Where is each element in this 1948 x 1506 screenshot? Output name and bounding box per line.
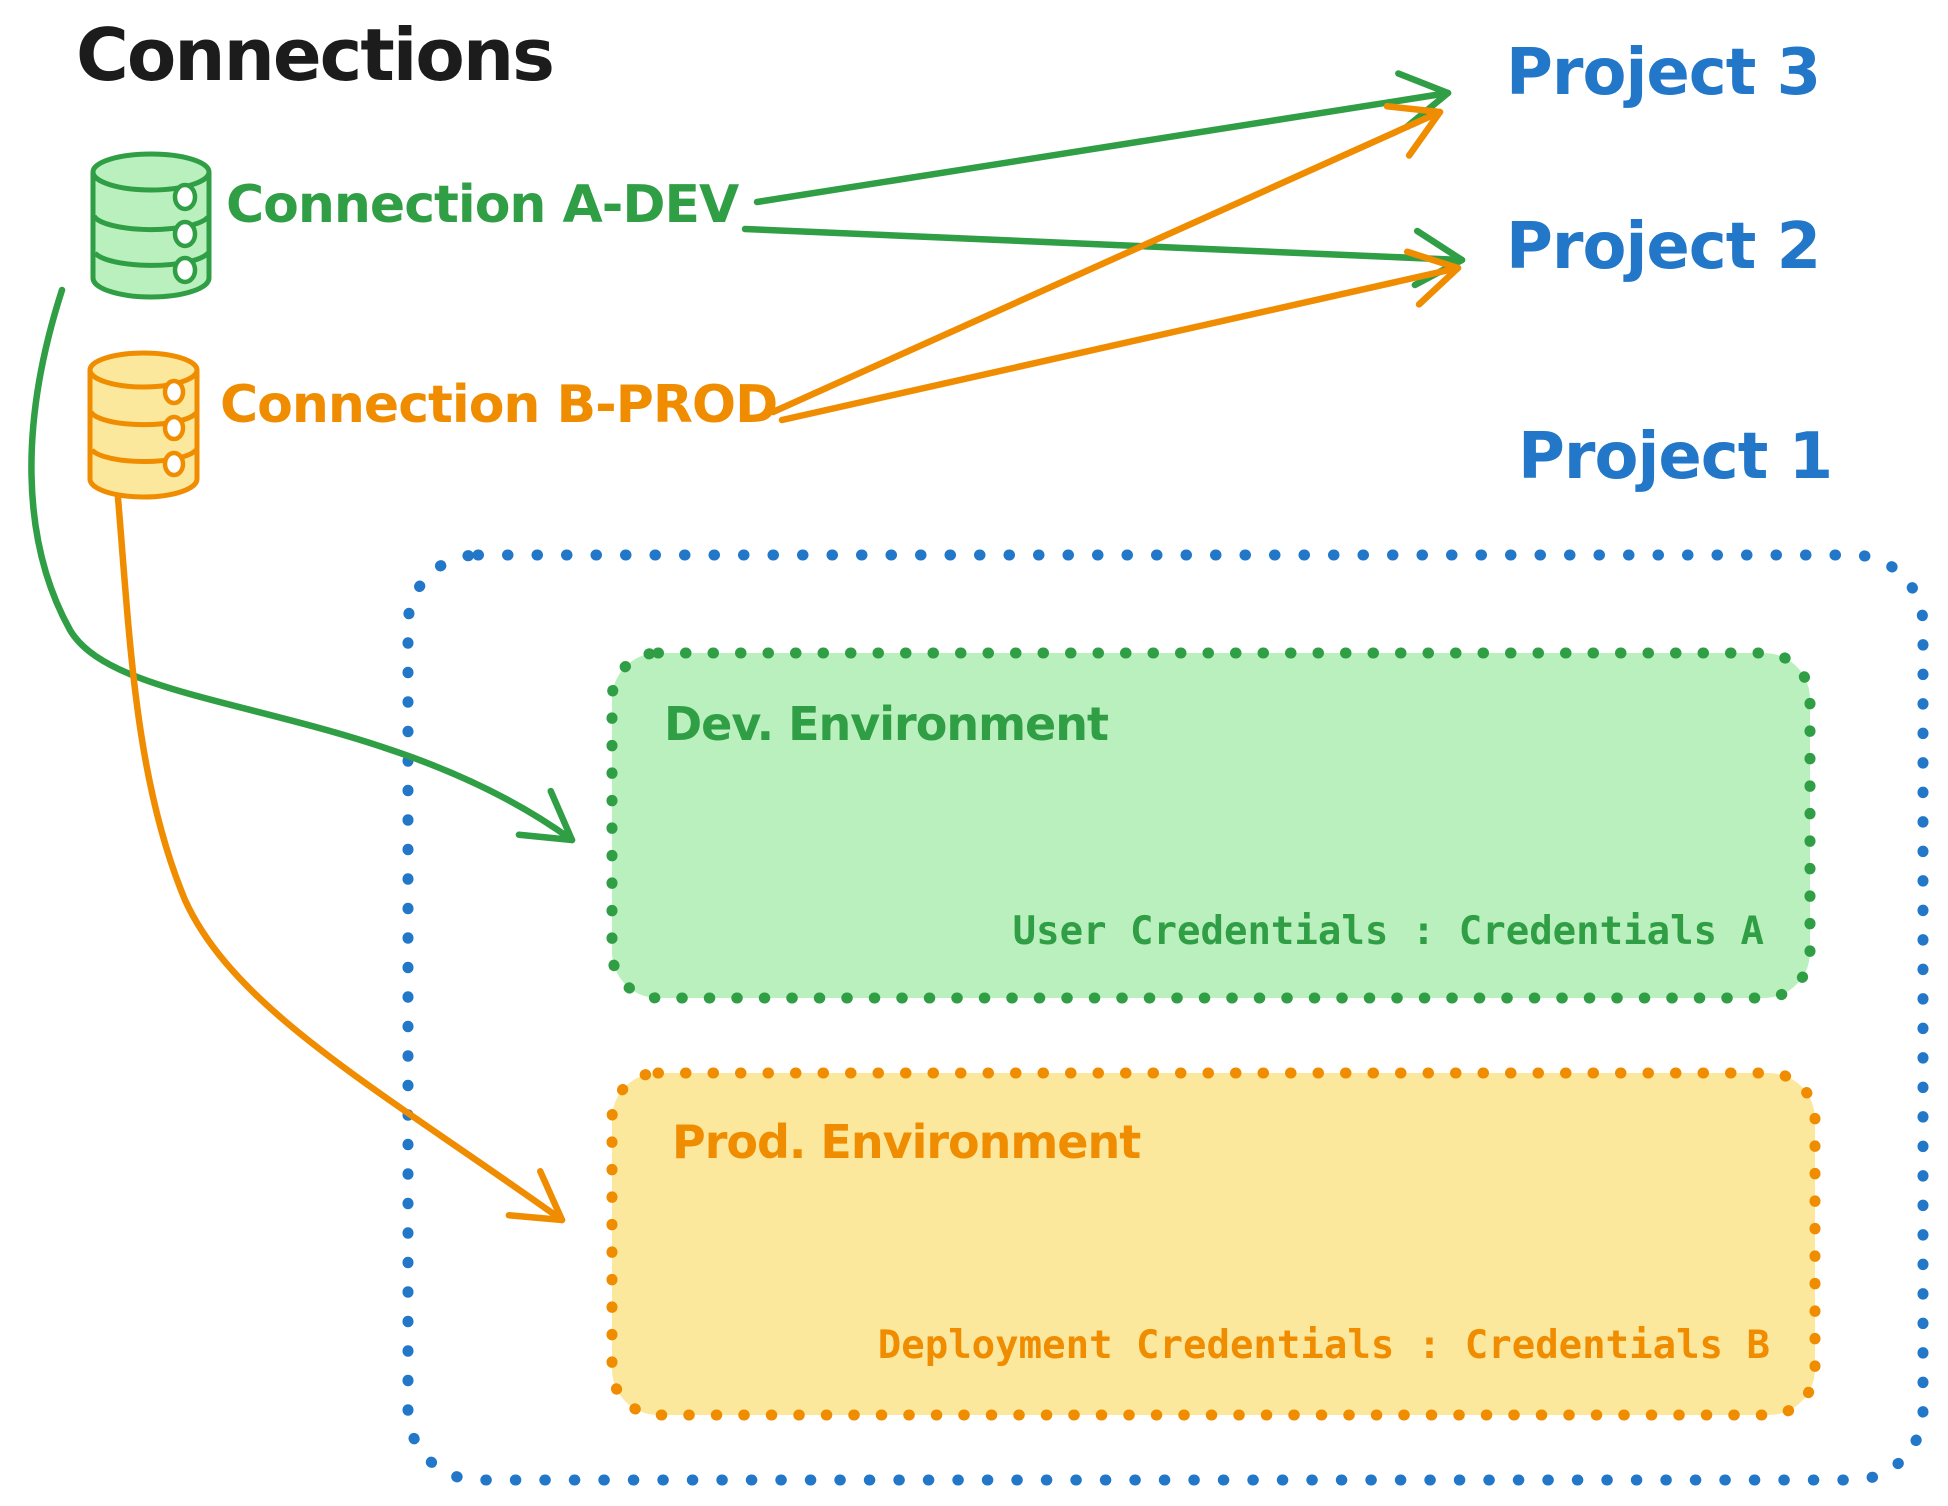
prod-environment-box <box>606 1067 1821 1421</box>
dev-environment-box <box>606 647 1816 1004</box>
project1-dotted-container <box>402 549 1929 1486</box>
dev-environment-credentials: User Credentials : Credentials A <box>1012 909 1764 954</box>
arrow-adev-to-project2 <box>741 225 1466 289</box>
project-1-label: Project 1 <box>1518 420 1833 494</box>
arrow-bprod-to-prod-environment <box>114 494 566 1224</box>
arrow-bprod-to-project3 <box>769 102 1444 416</box>
prod-environment-credentials: Deployment Credentials : Credentials B <box>877 1323 1770 1368</box>
prod-environment-title: Prod. Environment <box>672 1115 1141 1169</box>
dev-environment-title: Dev. Environment <box>664 697 1109 751</box>
connection-b-prod-label: Connection B-PROD <box>220 375 778 435</box>
project-2-label: Project 2 <box>1506 210 1821 284</box>
database-icon-prod <box>87 350 200 500</box>
arrow-adev-to-dev-environment <box>28 286 576 844</box>
connections-title: Connections <box>76 13 555 97</box>
arrow-adev-to-project3 <box>753 70 1452 206</box>
arrow-bprod-to-project2 <box>778 248 1462 424</box>
project-3-label: Project 3 <box>1506 36 1821 110</box>
database-icon-dev <box>90 151 212 300</box>
connection-a-dev-label: Connection A-DEV <box>226 175 739 235</box>
